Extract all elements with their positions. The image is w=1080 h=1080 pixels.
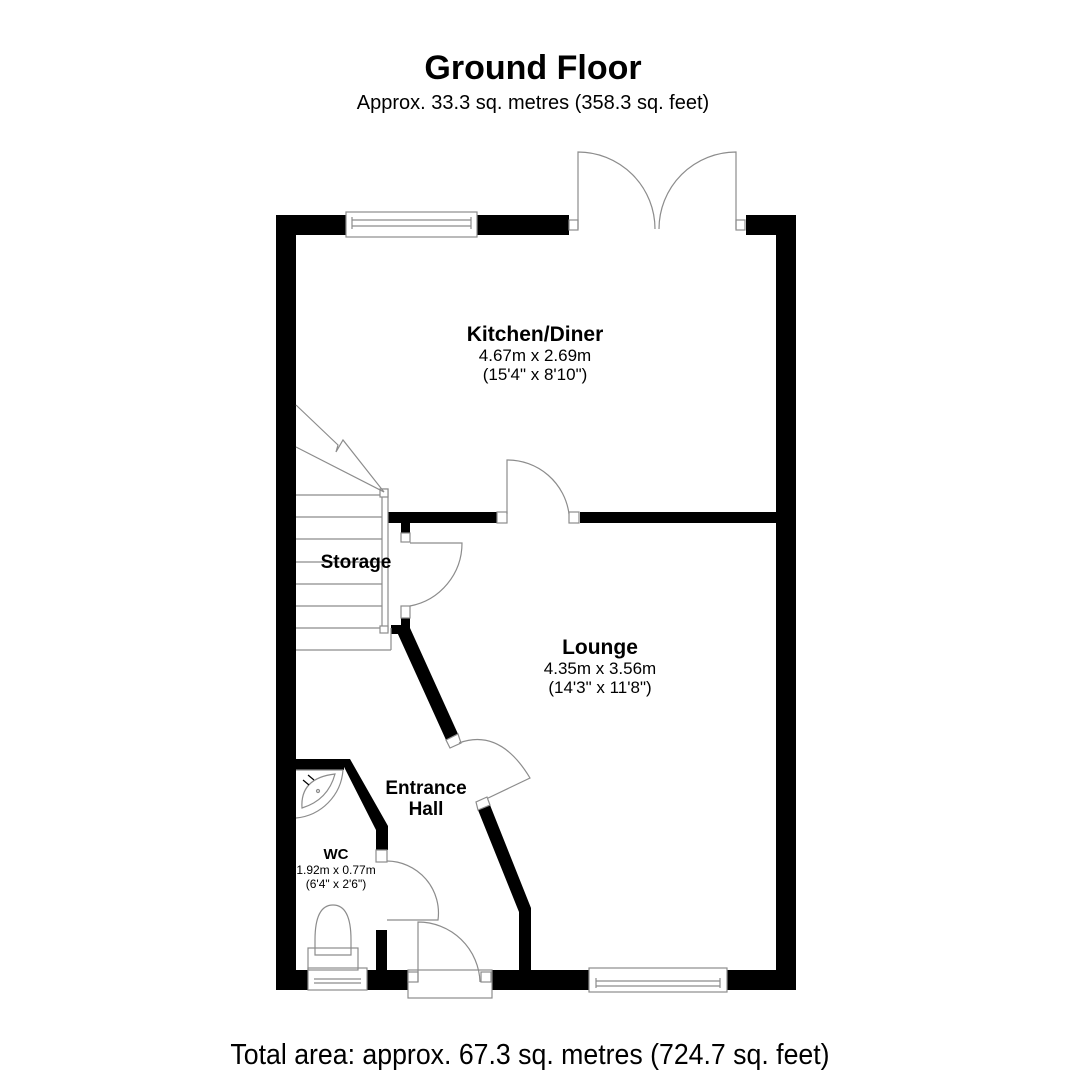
total-area: Total area: approx. 67.3 sq. metres (724… [230, 1039, 830, 1071]
room-dimensions-metric: 1.92m x 0.77m [296, 863, 376, 877]
room-label-entrance-hall: Entrance Hall [370, 778, 482, 820]
door-kitchen-lounge [506, 459, 570, 515]
door-storage [409, 542, 463, 607]
room-dimensions-imperial: (15'4" x 8'10") [482, 365, 588, 384]
room-label-lounge: Lounge 4.35m x 3.56m (14'3" x 11'8") [510, 636, 690, 697]
room-label-storage: Storage [306, 551, 406, 574]
basin [295, 769, 344, 819]
toilet [314, 904, 352, 956]
window-kitchen [345, 211, 478, 238]
room-name: WC [323, 846, 349, 863]
front-door-frame [407, 969, 493, 999]
door-front [417, 921, 481, 983]
window-lounge [588, 967, 728, 993]
room-label-wc: WC 1.92m x 0.77m (6'4" x 2'6") [280, 846, 392, 891]
walls [276, 215, 796, 990]
fixtures [295, 151, 746, 999]
room-name: Kitchen/Diner [466, 323, 604, 346]
room-dimensions-metric: 4.67m x 2.69m [478, 346, 592, 365]
room-name-line2: Hall [408, 799, 444, 820]
room-dimensions-metric: 4.35m x 3.56m [543, 659, 657, 678]
french-doors [577, 151, 737, 230]
room-name: Lounge [562, 636, 638, 659]
room-name: Storage [320, 552, 392, 573]
floor-title: Ground Floor [424, 49, 642, 87]
staircase [295, 404, 392, 651]
room-name-line1: Entrance [385, 778, 467, 799]
floor-area-subtitle: Approx. 33.3 sq. metres (358.3 sq. feet) [356, 92, 710, 114]
room-label-kitchen: Kitchen/Diner 4.67m x 2.69m (15'4" x 8'1… [430, 323, 640, 384]
door-hall-lounge [458, 739, 531, 801]
room-dimensions-imperial: (14'3" x 11'8") [548, 678, 652, 697]
room-dimensions-imperial: (6'4" x 2'6") [305, 877, 367, 891]
door-wc [386, 860, 440, 921]
